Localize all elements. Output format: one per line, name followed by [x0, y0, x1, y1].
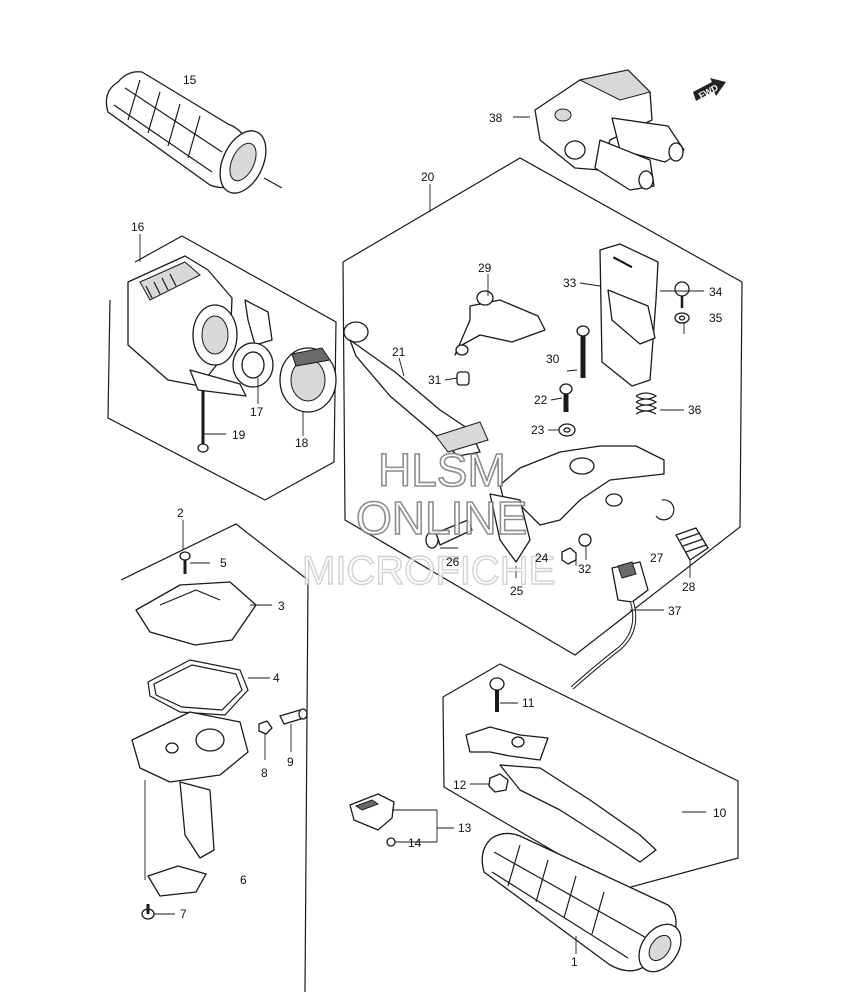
callout-27: 27	[650, 551, 664, 565]
group-box-16	[107, 235, 337, 501]
brake-lever-10	[465, 726, 657, 863]
fwd-arrow-icon: FWD	[693, 78, 726, 101]
screw-34	[674, 281, 690, 308]
callout-16: 16	[131, 220, 145, 234]
washer-23	[558, 423, 576, 437]
svg-text:ONLINE: ONLINE	[356, 492, 527, 544]
circlip-27	[655, 499, 675, 521]
callout-24: 24	[535, 551, 549, 565]
svg-text:HLSM: HLSM	[378, 444, 506, 496]
callout-13: 13	[458, 821, 472, 835]
callout-8: 8	[261, 766, 268, 780]
brake-switch-13	[349, 793, 395, 831]
switch-33: ▬▬▬	[599, 243, 659, 387]
pin-22	[559, 383, 573, 412]
callout-1: 1	[571, 955, 578, 969]
lever-holder-25	[489, 445, 665, 563]
bolt-26	[425, 519, 473, 549]
callout-2: 2	[177, 506, 184, 520]
callout-21: 21	[392, 345, 406, 359]
screw-7	[141, 904, 155, 920]
callout-5: 5	[220, 556, 227, 570]
watermark: HLSM ONLINE MICROFICHE	[301, 443, 556, 594]
screw-5	[179, 551, 191, 574]
callout-33: 33	[563, 276, 577, 290]
throttle-housing-16	[127, 255, 273, 397]
svg-text:MICROFICHE: MICROFICHE	[302, 549, 555, 593]
callout-11: 11	[522, 696, 535, 710]
washer-32	[578, 533, 592, 547]
group-box-20	[342, 157, 743, 656]
callout-12: 12	[453, 778, 467, 792]
switch-assembly-38	[534, 69, 685, 191]
callout-32: 32	[578, 562, 592, 576]
throttle-tube-18	[279, 347, 337, 413]
callout-17: 17	[250, 405, 264, 419]
switch-37	[570, 561, 649, 690]
callout-7: 7	[180, 907, 187, 921]
callout-29: 29	[478, 261, 492, 275]
callout-labels: 15 38 20 16 29 33 34 35 21 30 31 22 17 3…	[131, 73, 727, 969]
nut-24	[561, 547, 577, 565]
right-grip-1	[481, 832, 682, 973]
callout-28: 28	[682, 580, 696, 594]
bolt-30	[576, 325, 590, 378]
screw-11	[489, 677, 505, 712]
callout-22: 22	[534, 393, 548, 407]
callout-3: 3	[278, 599, 285, 613]
lever-bracket-29	[454, 290, 546, 356]
callout-10: 10	[713, 806, 727, 820]
callout-14: 14	[408, 836, 422, 850]
screw-19	[197, 390, 209, 453]
callout-25: 25	[510, 584, 524, 598]
callout-6: 6	[240, 873, 247, 887]
callout-18: 18	[295, 436, 309, 450]
callout-35: 35	[709, 311, 723, 325]
adjuster-28	[675, 527, 709, 561]
gasket-4	[147, 659, 249, 716]
callout-31: 31	[428, 373, 442, 387]
callout-26: 26	[446, 555, 460, 569]
callout-15: 15	[183, 73, 197, 87]
callout-19: 19	[232, 428, 246, 442]
cover-3	[135, 581, 257, 646]
callout-36: 36	[688, 403, 702, 417]
group-box-10	[442, 663, 739, 891]
callout-23: 23	[531, 423, 545, 437]
clutch-lever-21	[343, 321, 489, 457]
nut-12	[488, 773, 509, 793]
callout-34: 34	[709, 285, 723, 299]
collar-31	[456, 371, 470, 386]
callout-20: 20	[421, 170, 435, 184]
callout-9: 9	[287, 755, 294, 769]
screw-14	[386, 837, 396, 847]
callout-37: 37	[668, 604, 682, 618]
callout-38: 38	[489, 111, 503, 125]
callout-30: 30	[546, 352, 560, 366]
callout-4: 4	[273, 671, 280, 685]
spring-36	[635, 392, 658, 415]
left-grip-15	[105, 71, 283, 194]
washer-35	[674, 312, 690, 324]
screw-9	[279, 708, 308, 725]
nut-8	[258, 720, 273, 735]
group-box-2	[120, 523, 309, 993]
cable-guide-17	[232, 342, 274, 388]
switch-case-6	[131, 711, 249, 897]
leader-lines	[139, 116, 706, 954]
